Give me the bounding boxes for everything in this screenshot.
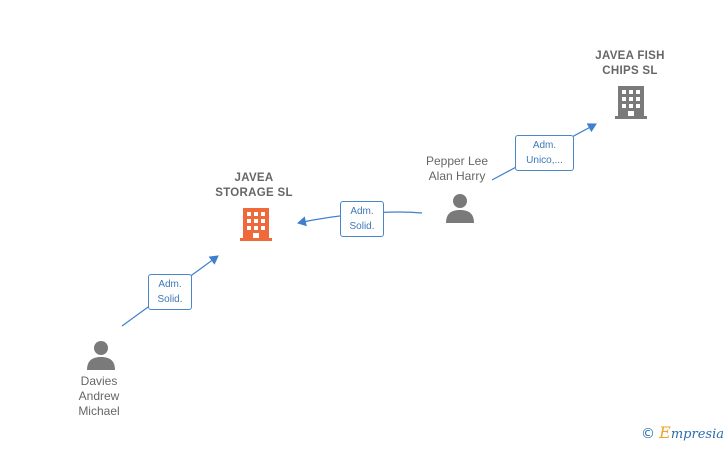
- person-label-pepper[interactable]: Pepper Lee Alan Harry: [425, 154, 489, 183]
- company-label-javea-fish[interactable]: JAVEA FISH CHIPS SL: [595, 50, 665, 77]
- copyright-symbol: ©: [641, 426, 656, 442]
- person-icon[interactable]: [85, 340, 117, 370]
- relation-label-pepper-javea-fish[interactable]: Adm. Unico,...: [515, 135, 574, 171]
- brand-logo-e: E: [659, 423, 671, 442]
- relation-label-davies-javea-storage[interactable]: Adm. Solid.: [148, 274, 192, 310]
- brand-logo-text: mpresia: [670, 427, 724, 442]
- relation-label-pepper-javea-storage[interactable]: Adm. Solid.: [340, 201, 384, 237]
- building-icon[interactable]: [615, 84, 647, 120]
- building-icon[interactable]: [240, 206, 272, 242]
- company-label-javea-storage[interactable]: JAVEA STORAGE SL: [215, 172, 293, 199]
- empresia-watermark: © Empresia: [641, 423, 724, 442]
- person-icon[interactable]: [444, 193, 476, 223]
- person-label-davies[interactable]: Davies Andrew Michael: [78, 374, 120, 418]
